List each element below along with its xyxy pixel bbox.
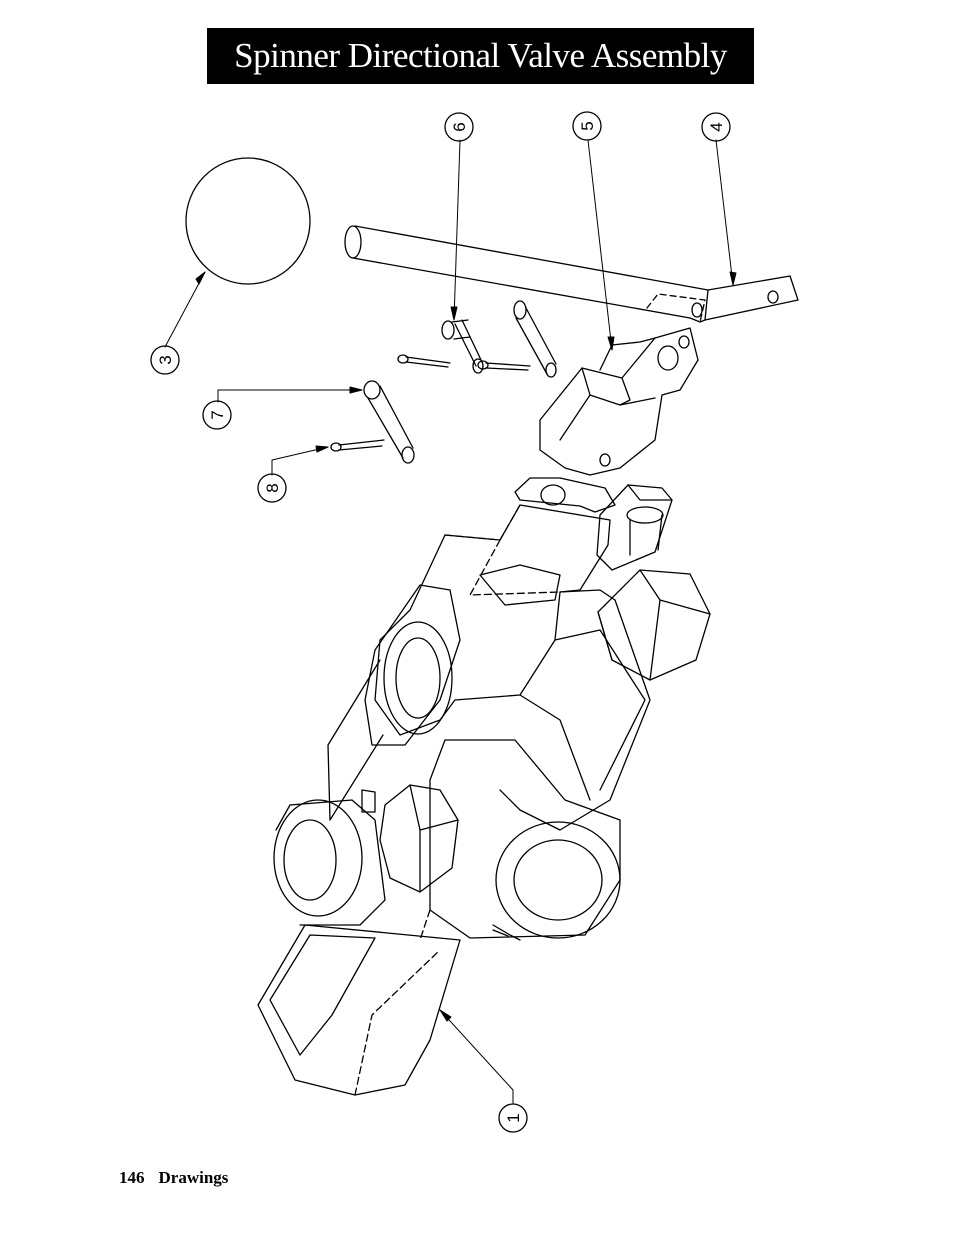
part-6-pin bbox=[441, 319, 484, 374]
svg-text:4: 4 bbox=[707, 122, 726, 131]
page-footer: 146 Drawings bbox=[119, 1168, 242, 1188]
callout-6: 6 bbox=[444, 112, 474, 142]
svg-text:6: 6 bbox=[450, 122, 469, 131]
callout-leaders bbox=[164, 139, 737, 1104]
svg-text:8: 8 bbox=[263, 483, 282, 492]
page-title: Spinner Directional Valve Assembly bbox=[234, 36, 727, 75]
part-1-valve-body bbox=[257, 477, 711, 1096]
part-8-cotter-pins bbox=[330, 354, 531, 452]
callout-7: 7 bbox=[202, 400, 232, 430]
svg-text:1: 1 bbox=[504, 1113, 523, 1122]
part-7-pin bbox=[363, 380, 415, 464]
callout-4: 4 bbox=[701, 112, 731, 142]
page-title-bar: Spinner Directional Valve Assembly bbox=[207, 28, 754, 84]
footer-section: Drawings bbox=[158, 1168, 229, 1187]
callout-3: 3 bbox=[150, 345, 180, 375]
footer-page-number: 146 bbox=[119, 1168, 145, 1187]
callout-8: 8 bbox=[257, 473, 287, 503]
svg-text:5: 5 bbox=[578, 121, 597, 130]
svg-text:3: 3 bbox=[156, 355, 175, 364]
part-6-pin-b bbox=[513, 300, 557, 378]
part-5-clevis bbox=[539, 327, 699, 476]
part-4-handle bbox=[344, 225, 799, 323]
callout-5: 5 bbox=[572, 111, 602, 141]
svg-text:7: 7 bbox=[208, 410, 227, 419]
callout-1: 1 bbox=[498, 1103, 528, 1133]
part-3-disc bbox=[185, 157, 311, 285]
